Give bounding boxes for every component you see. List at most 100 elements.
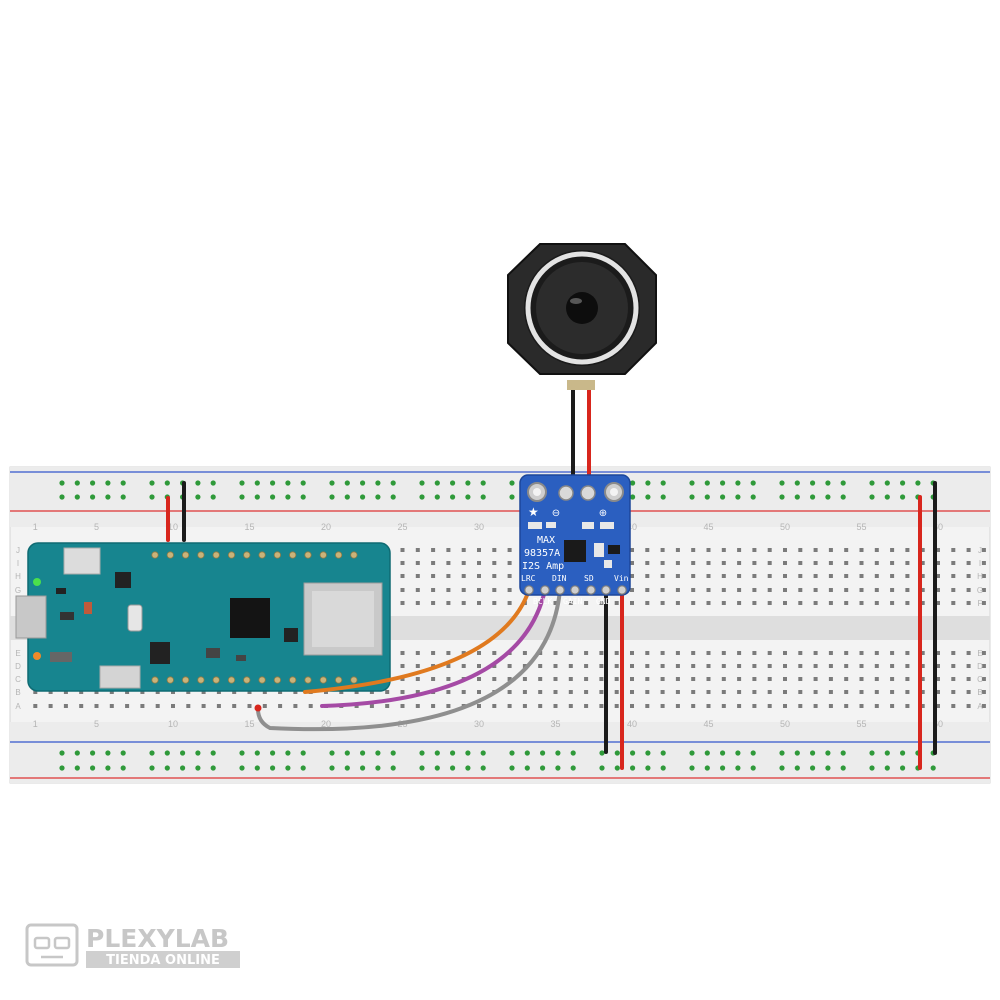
breadboard-hole <box>660 677 665 681</box>
column-label-bottom: 30 <box>474 719 484 729</box>
row-label: E <box>15 649 20 658</box>
breadboard-hole <box>783 588 787 592</box>
header-pin <box>166 551 174 559</box>
rail-hole <box>239 494 245 500</box>
rail-hole <box>270 480 276 486</box>
amp-title-line2: 98357A <box>524 548 560 559</box>
rail-hole <box>120 750 126 756</box>
breadboard-hole <box>828 690 833 694</box>
rail-hole <box>450 480 456 486</box>
tagline-background <box>86 951 240 968</box>
breadboard-hole <box>400 561 405 565</box>
rail-hole <box>149 494 155 500</box>
row-label: F <box>978 599 983 608</box>
breadboard-hole <box>79 704 84 708</box>
breadboard-hole <box>538 677 543 681</box>
din-wire-gray <box>256 588 562 732</box>
rail-hole <box>360 765 366 771</box>
breadboard-hole <box>369 690 374 694</box>
rail-hole <box>270 765 276 771</box>
breadboard-hole <box>278 704 283 708</box>
breadboard-hole <box>385 690 390 694</box>
breadboard-hole <box>431 601 436 605</box>
breadboard-hole <box>446 664 451 668</box>
breadboard-hole <box>966 704 971 708</box>
breadboard-hole <box>461 690 466 694</box>
breadboard-hole <box>507 690 512 694</box>
rail-hole <box>254 750 260 756</box>
breadboard-hole <box>783 664 787 668</box>
rail-hole <box>630 765 636 771</box>
breadboard-hole <box>798 651 803 655</box>
breadboard-hole <box>691 574 696 578</box>
breadboard-hole <box>247 704 252 708</box>
header-pin <box>243 676 251 684</box>
breadboard-hole <box>599 690 604 694</box>
breadboard-hole <box>675 548 680 552</box>
breadboard-hole <box>232 704 237 708</box>
breadboard-hole <box>966 651 971 655</box>
breadboard-hole <box>767 677 772 681</box>
breadboard-hole <box>675 574 680 578</box>
breadboard-hole <box>752 588 757 592</box>
row-label: G <box>977 586 983 595</box>
breadboard-hole <box>798 677 803 681</box>
header-pin <box>350 676 358 684</box>
breadboard-hole <box>920 677 925 681</box>
amp-pin-label: SD <box>584 574 594 583</box>
arduino-header-top <box>151 551 358 559</box>
breadboard-hole <box>584 690 589 694</box>
breadboard-hole <box>783 677 787 681</box>
breadboard-hole <box>936 561 940 565</box>
column-label-bottom: 55 <box>856 719 866 729</box>
power-jack <box>99 665 141 689</box>
rail-hole <box>239 765 245 771</box>
breadboard-hole <box>936 677 940 681</box>
rail-hole <box>164 750 170 756</box>
smd-part <box>594 543 604 557</box>
header-pin <box>197 551 205 559</box>
breadboard-hole <box>446 677 451 681</box>
rail-hole <box>509 750 515 756</box>
breadboard-hole <box>981 664 986 668</box>
breadboard-hole <box>951 601 956 605</box>
rail-hole <box>59 480 65 486</box>
breadboard-hole <box>951 548 956 552</box>
rail-hole <box>794 480 800 486</box>
reset-button <box>127 604 143 632</box>
rail-hole <box>90 750 96 756</box>
breadboard-hole <box>890 574 895 578</box>
rail-hole <box>704 765 710 771</box>
breadboard-hole <box>477 651 481 655</box>
breadboard-hole <box>828 664 833 668</box>
row-label: H <box>977 572 983 581</box>
rail-hole <box>210 494 216 500</box>
breadboard-hole <box>400 548 405 552</box>
breadboard-hole <box>171 690 175 694</box>
rail-hole <box>930 765 936 771</box>
column-label-bottom: 10 <box>168 719 178 729</box>
breadboard-hole <box>721 601 726 605</box>
breadboard-hole <box>706 561 711 565</box>
breadboard-hole <box>905 704 910 708</box>
breadboard-hole <box>721 574 726 578</box>
breadboard-hole <box>920 548 925 552</box>
breadboard-hole <box>308 704 313 708</box>
rail-hole <box>840 750 846 756</box>
rail-hole <box>810 750 816 756</box>
rail-hole <box>74 480 80 486</box>
rail-hole <box>825 750 831 756</box>
rail-hole <box>840 480 846 486</box>
breadboard-hole <box>48 690 53 694</box>
breadboard-hole <box>951 588 956 592</box>
column-label-bottom: 1 <box>33 719 38 729</box>
amp-pcb <box>519 474 631 596</box>
breadboard-hole <box>767 664 772 668</box>
breadboard-hole <box>630 601 634 605</box>
rail-hole <box>660 750 666 756</box>
breadboard-hole <box>752 574 757 578</box>
breadboard-hole <box>431 651 436 655</box>
smd-component <box>236 655 246 661</box>
power-led <box>33 578 41 586</box>
breadboard-hole <box>660 664 665 668</box>
